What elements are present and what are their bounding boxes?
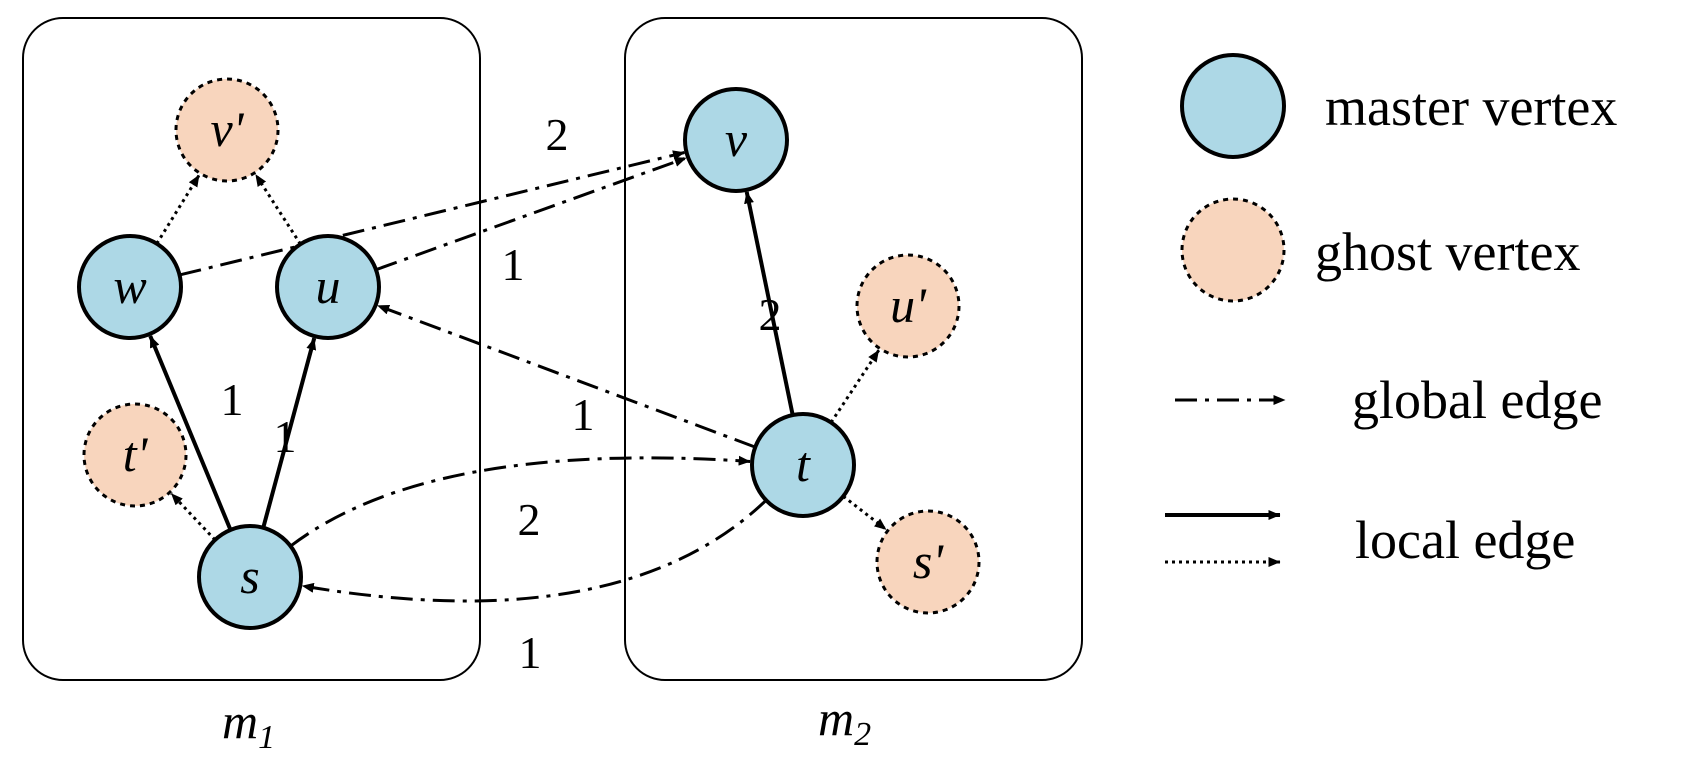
machine-m2-label: m2 [818, 690, 871, 753]
edge-s-t [289, 455, 751, 548]
vertex-tp: t' [82, 402, 188, 508]
edge-u-v [375, 156, 687, 272]
vertex-t-label: t [796, 436, 811, 492]
legend-ghost-swatch [1180, 197, 1286, 303]
edge-weight-u-v: 1 [502, 239, 525, 290]
edge-weight-s-u: 1 [274, 411, 297, 462]
vertex-vp-label: v' [211, 101, 245, 157]
vertex-sp: s' [875, 509, 981, 615]
vertex-u-label: u [316, 258, 341, 314]
edge-s-u [261, 337, 317, 529]
edge-weight-t-s: 1 [519, 627, 542, 678]
vertex-s-label: s [240, 548, 259, 604]
edge-weight-s-w: 1 [221, 374, 244, 425]
vertex-v-label: v [725, 111, 748, 167]
edge-s-tp [170, 492, 217, 541]
edge-t-u [377, 304, 756, 449]
vertex-t: t [750, 412, 856, 518]
edge-weight-s-t: 2 [518, 494, 541, 545]
vertex-up-label: u' [890, 277, 927, 333]
vertex-sp-circle [875, 509, 981, 615]
vertex-vp: v' [174, 77, 280, 183]
legend-ghost-label: ghost vertex [1315, 222, 1580, 282]
edges-layer [148, 150, 888, 603]
legend: master vertex ghost vertex global edge l… [1165, 53, 1617, 570]
edge-weight-t-u: 1 [572, 389, 595, 440]
edge-weight-w-v: 2 [546, 109, 569, 160]
vertex-up-circle [855, 253, 961, 359]
vertex-sp-label: s' [913, 533, 944, 589]
machine-m1-letter: m [222, 693, 258, 749]
vertex-v: v [683, 87, 789, 193]
legend-global-label: global edge [1352, 370, 1602, 430]
vertex-u-circle [275, 234, 381, 340]
edge-t-v [744, 191, 795, 416]
machine-m2-box [624, 17, 1083, 681]
vertex-s: s [197, 524, 303, 630]
vertex-t-circle [750, 412, 856, 518]
vertex-vp-circle [174, 77, 280, 183]
vertex-w-label: w [113, 258, 146, 314]
nodes-layer: v' w u t' s v u' t s' [77, 77, 981, 630]
legend-master-label: master vertex [1325, 77, 1617, 137]
legend-master-swatch [1180, 53, 1286, 159]
machine-m2-subscript: 2 [854, 716, 871, 753]
machine-m1-label: m1 [222, 693, 275, 756]
edge-t-s [301, 499, 768, 603]
edge-s-w [148, 335, 233, 531]
vertex-tp-circle [82, 402, 188, 508]
legend-local-label: local edge [1355, 510, 1575, 570]
machine-m2-letter: m [818, 690, 854, 746]
edge-w-vp [155, 174, 201, 245]
vertex-up: u' [855, 253, 961, 359]
vertex-v-circle [683, 87, 789, 193]
edge-t-up [829, 349, 881, 424]
edge-t-sp [842, 495, 888, 531]
edge-weight-t-v: 2 [759, 289, 782, 340]
machine-m1-box [22, 17, 481, 681]
vertex-w: w [77, 234, 183, 340]
vertex-u: u [275, 234, 381, 340]
vertex-w-circle [77, 234, 183, 340]
edge-w-v [179, 150, 685, 277]
vertex-s-circle [197, 524, 303, 630]
edge-u-vp [254, 173, 302, 245]
machine-m1-subscript: 1 [258, 719, 275, 756]
vertex-tp-label: t' [123, 426, 149, 482]
